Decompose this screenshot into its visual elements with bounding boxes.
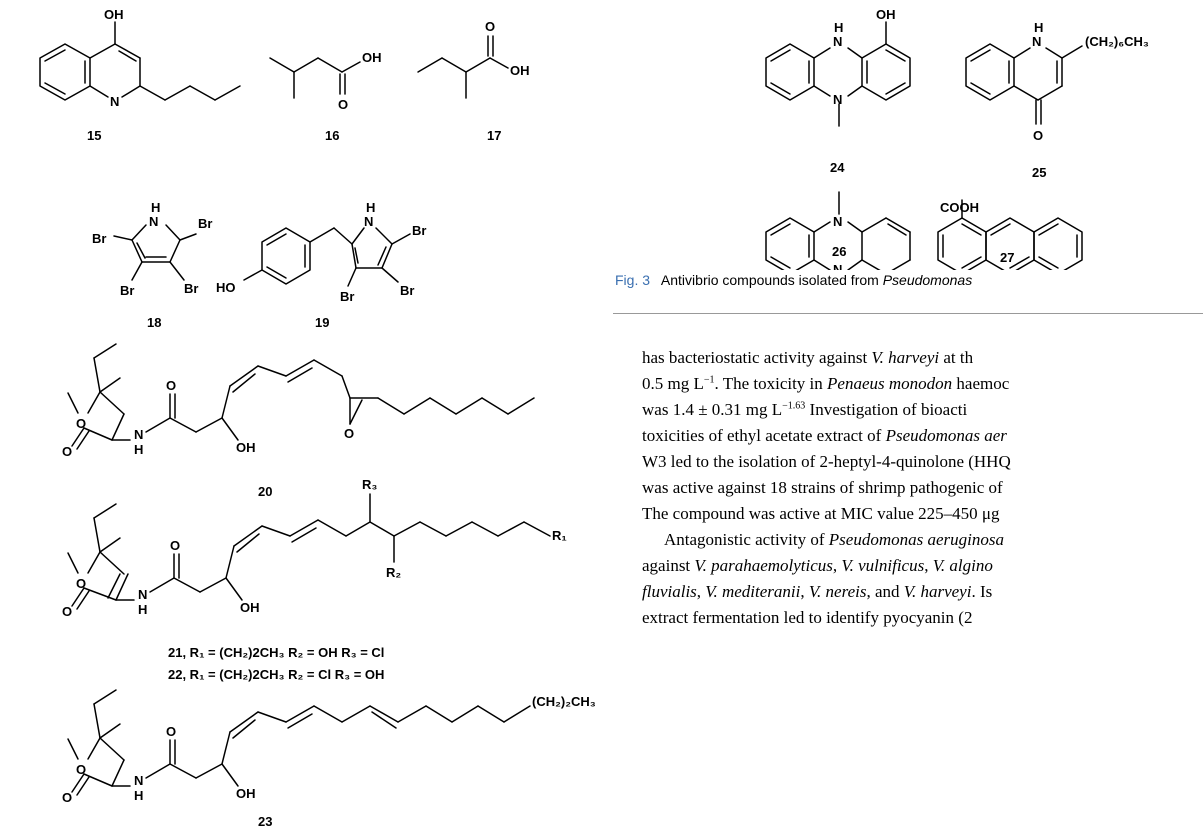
figure-number: Fig. 3 <box>615 272 651 288</box>
structure-21-22: O O N H O OH R₃ R₂ R₁ 21, R₁ = (CH₂)2CH₃… <box>62 477 567 682</box>
atom-ho: HO <box>216 280 236 295</box>
atom-o: O <box>62 444 72 459</box>
atom-r3: R₃ <box>362 477 377 492</box>
atom-o: O <box>338 97 348 112</box>
atom-n: N <box>134 427 143 442</box>
atom-n: N <box>364 214 373 229</box>
atom-br: Br <box>92 231 106 246</box>
compound-label-21: 21, R₁ = (CH₂)2CH₃ R₂ = OH R₃ = Cl <box>168 645 384 660</box>
atom-br: Br <box>198 216 212 231</box>
atom-r1: R₁ <box>552 528 567 543</box>
atom-o: O <box>62 790 72 805</box>
atom-o: O <box>170 538 180 553</box>
atom-n: N <box>833 262 842 270</box>
structure-26: N N H O <box>765 191 911 270</box>
atom-o: O <box>62 604 72 619</box>
atom-n: N <box>110 94 119 109</box>
text-line: W3 led to the isolation of 2-heptyl-4-qu… <box>642 452 1011 471</box>
atom-h: H <box>151 200 160 215</box>
compound-label-26: 26 <box>832 244 847 259</box>
atom-br: Br <box>400 283 414 298</box>
structure-23: O O N H O OH (CH₂)₂CH₃ 23 <box>62 689 596 829</box>
structure-15: OH N 15 <box>39 7 241 143</box>
atom-o: O <box>1033 128 1043 143</box>
atom-oh: OH <box>236 440 256 455</box>
atom-n: N <box>134 773 143 788</box>
compound-label-19: 19 <box>315 315 329 330</box>
atom-h: H <box>134 788 143 803</box>
structure-24: N H N OH 24 <box>765 7 911 175</box>
atom-h: H <box>138 602 147 617</box>
structure-17: O OH 17 <box>417 19 530 143</box>
compound-label-24: 24 <box>830 160 845 175</box>
structure-27: COOH <box>937 199 1083 270</box>
atom-o: O <box>166 378 176 393</box>
structure-20: O O N H O OH O 20 <box>62 343 535 499</box>
compound-label-15: 15 <box>87 128 101 143</box>
body-text: has bacteriostatic activity against V. h… <box>642 345 1203 631</box>
caption-text: Antivibrio compounds isolated from <box>660 272 883 288</box>
text-line: Antagonistic activity of Pseudomonas aer… <box>664 530 1004 549</box>
atom-n: N <box>833 214 842 229</box>
figure-caption: Fig. 3 Antivibrio compounds isolated fro… <box>615 272 1203 288</box>
text-line: against V. parahaemolyticus, V. vulnific… <box>642 556 993 575</box>
structure-19: N H HO Br Br Br 19 <box>216 200 426 330</box>
atom-propyl: (CH₂)₂CH₃ <box>532 694 596 709</box>
atom-o: O <box>344 426 354 441</box>
atom-n: N <box>149 214 158 229</box>
text-line: was active against 18 strains of shrimp … <box>642 478 1003 497</box>
atom-h: H <box>134 442 143 457</box>
atom-cooh: COOH <box>940 200 979 215</box>
atom-o: O <box>76 762 86 777</box>
atom-br: Br <box>412 223 426 238</box>
text-line: 0.5 mg L−1. The toxicity in Penaeus mono… <box>642 374 1010 393</box>
atom-h: H <box>834 20 843 35</box>
atom-oh: OH <box>362 50 382 65</box>
atom-o: O <box>76 576 86 591</box>
atom-n: N <box>833 34 842 49</box>
caption-divider <box>613 313 1203 314</box>
structure-25: N H O (CH₂)₆CH₃ 25 <box>965 20 1149 180</box>
text-line: The compound was active at MIC value 225… <box>642 504 1000 523</box>
structures-right: N H N OH 24 N H O (CH₂)₆CH₃ 25 <box>765 7 1149 270</box>
atom-n: N <box>833 92 842 107</box>
structure-18: N H Br Br Br Br 18 <box>92 200 212 330</box>
compound-label-20: 20 <box>258 484 272 499</box>
atom-br: Br <box>340 289 354 304</box>
compound-label-25: 25 <box>1032 165 1046 180</box>
structure-16: OH O 16 <box>269 50 382 143</box>
atom-h: H <box>1034 20 1043 35</box>
atom-oh: OH <box>510 63 530 78</box>
text-line: extract fermentation led to identify pyo… <box>642 608 973 627</box>
compound-label-18: 18 <box>147 315 161 330</box>
compound-label-22: 22, R₁ = (CH₂)2CH₃ R₂ = Cl R₃ = OH <box>168 667 384 682</box>
compound-label-16: 16 <box>325 128 339 143</box>
compound-label-23: 23 <box>258 814 272 829</box>
atom-o: O <box>485 19 495 34</box>
atom-oh: OH <box>236 786 256 801</box>
atom-br: Br <box>120 283 134 298</box>
compound-label-27: 27 <box>1000 250 1015 265</box>
compound-label-17: 17 <box>487 128 501 143</box>
text-line: fluvialis, V. mediteranii, V. nereis, an… <box>642 582 993 601</box>
text-line: has bacteriostatic activity against V. h… <box>642 348 974 367</box>
atom-r2: R₂ <box>386 565 401 580</box>
atom-n: N <box>138 587 147 602</box>
text-line: toxicities of ethyl acetate extract of P… <box>642 426 1007 445</box>
structures-left: OH N 15 OH O 16 O OH 17 <box>39 7 596 829</box>
atom-br: Br <box>184 281 198 296</box>
atom-n: N <box>1032 34 1041 49</box>
atom-heptyl: (CH₂)₆CH₃ <box>1085 34 1149 49</box>
caption-genus: Pseudomonas <box>882 272 973 288</box>
atom-oh: OH <box>876 7 896 22</box>
atom-h: H <box>366 200 375 215</box>
text-line: was 1.4 ± 0.31 mg L−1.63 Investigation o… <box>642 400 968 419</box>
atom-oh: OH <box>104 7 124 22</box>
atom-o: O <box>166 724 176 739</box>
atom-o: O <box>76 416 86 431</box>
atom-oh: OH <box>240 600 260 615</box>
